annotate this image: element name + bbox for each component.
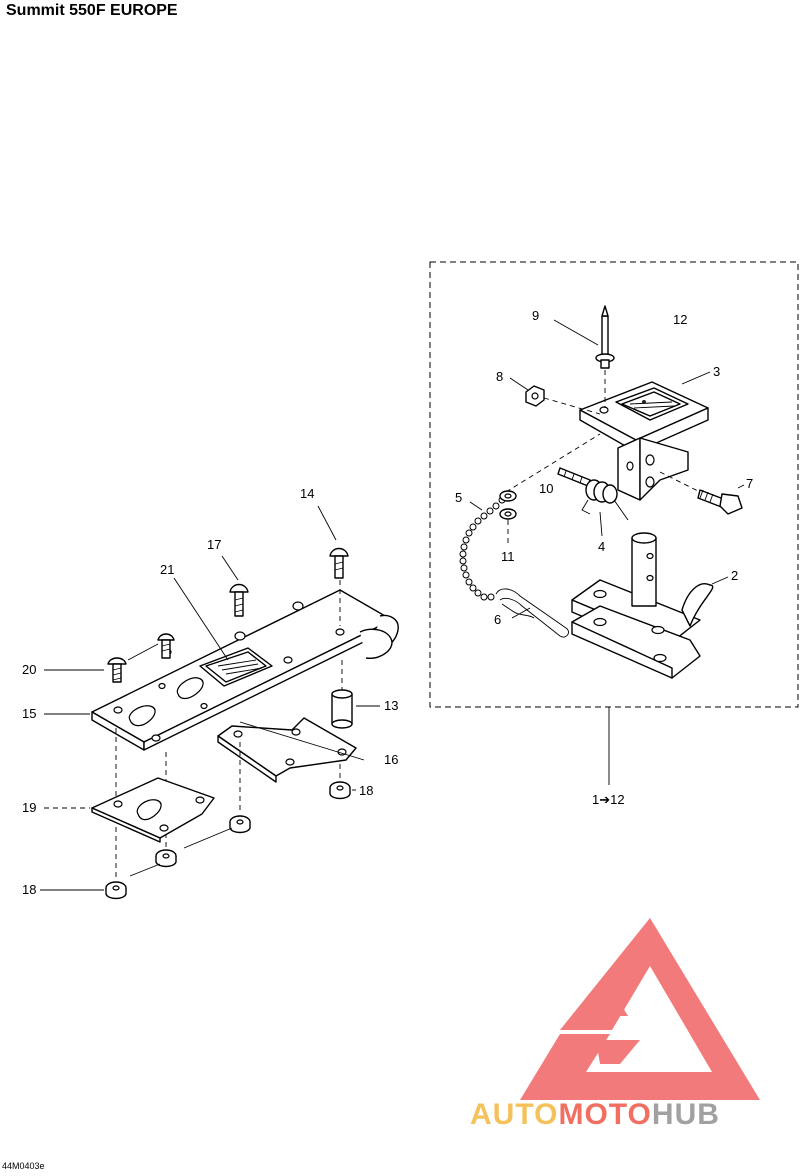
callout-18-left: 18 [22, 882, 36, 897]
bolt-part-20 [107, 657, 127, 683]
washer-part-11 [499, 490, 517, 546]
pad-part-21 [199, 647, 273, 687]
pin-part-9 [595, 305, 615, 408]
callout-6: 6 [494, 612, 501, 627]
callout-5: 5 [455, 490, 462, 505]
callout-3: 3 [713, 364, 720, 379]
watermark-hub: HUB [652, 1098, 720, 1131]
range-label: 1➔12 [592, 792, 625, 807]
callout-14: 14 [300, 486, 314, 501]
document-code: 44M0403e [2, 1161, 45, 1171]
callout-2: 2 [731, 568, 738, 583]
watermark-text: AUTOMOTOHUB [470, 1098, 720, 1131]
hitch-assembly-frame [429, 261, 799, 708]
support-plate-part-16 [217, 717, 357, 783]
callout-10: 10 [539, 481, 553, 496]
spring-pin-part-10 [557, 467, 591, 487]
watermark-moto: MOTO [558, 1098, 651, 1131]
nut-part-18b [229, 742, 251, 834]
callout-7: 7 [746, 476, 753, 491]
watermark-auto: AUTO [470, 1098, 558, 1131]
callout-21: 21 [160, 562, 174, 577]
lower-plate-part-19 [91, 777, 215, 843]
bolt-part-14 [329, 547, 349, 626]
callout-19: 19 [22, 800, 36, 815]
spacer-part-13 [331, 660, 353, 729]
range-arrow: ➔ [599, 792, 610, 807]
callout-13: 13 [384, 698, 398, 713]
callout-12-top: 12 [673, 312, 687, 327]
page-title: Summit 550F EUROPE [6, 2, 178, 19]
callout-16: 16 [384, 752, 398, 767]
callout-17: 17 [207, 537, 221, 552]
spring-part-4 [581, 479, 629, 521]
bracket-part-3 [579, 381, 709, 501]
range-to: 12 [610, 792, 624, 807]
nut-part-18a [329, 764, 351, 800]
bolt-part-20b [157, 633, 175, 659]
chain-part-5 [459, 496, 506, 601]
hitch-base-part-2 [571, 532, 714, 679]
watermark-logo: AUTOMOTOHUB [470, 918, 760, 1131]
nut-part-8 [525, 385, 601, 415]
range-from: 1 [592, 792, 599, 807]
callout-15: 15 [22, 706, 36, 721]
callout-8: 8 [496, 369, 503, 384]
callout-18-right: 18 [359, 783, 373, 798]
watermark-g-icon [596, 976, 640, 1064]
callout-11: 11 [501, 549, 515, 564]
watermark-triangle-icon [520, 918, 760, 1100]
callout-20: 20 [22, 662, 36, 677]
callout-9: 9 [532, 308, 539, 323]
callout-4: 4 [598, 539, 605, 554]
bolt-part-17 [229, 583, 249, 617]
clip-part-6 [495, 588, 569, 638]
bolt-part-7 [659, 471, 743, 515]
